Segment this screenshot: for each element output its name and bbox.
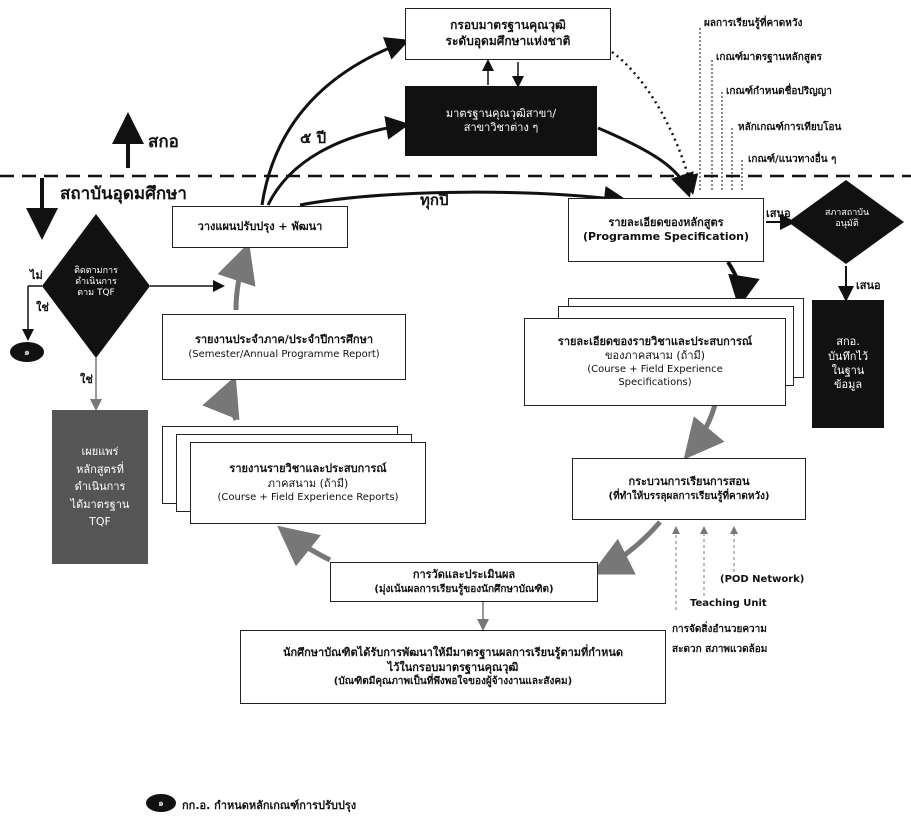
legend-badge: ๑ <box>146 794 176 812</box>
nqf-box: กรอบมาตรฐานคุณวุฒิ ระดับอุดมศึกษาแห่งชาต… <box>405 8 611 60</box>
yes-label-2: ใช่ <box>80 373 93 386</box>
course-report-box: รายงานรายวิชาและประสบการณ์ภาคสนาม (ถ้ามี… <box>190 442 426 524</box>
subject-standard-line-2: สาขาวิชาต่าง ๆ <box>463 121 539 134</box>
criteria-item: หลักเกณฑ์การเทียบโอน <box>738 122 842 133</box>
programme-spec-line-1: รายละเอียดของหลักสูตร <box>608 215 724 229</box>
zone-lower-label: สถาบันอุดมศึกษา <box>60 184 187 204</box>
tqf-check-diamond <box>42 214 150 358</box>
annual-report-line-2: (Semester/Annual Programme Report) <box>188 348 380 360</box>
teaching-unit-label: Teaching Unit <box>690 598 767 609</box>
nqf-line-2: ระดับอุดมศึกษาแห่งชาติ <box>445 34 571 48</box>
annual-report-box: รายงานประจำภาค/ประจำปีการศึกษา (Semester… <box>162 314 406 380</box>
programme-spec-box: รายละเอียดของหลักสูตร (Programme Specifi… <box>568 198 764 262</box>
no-label: ไม่ <box>30 269 43 282</box>
legend-text: กก.อ. กำหนดหลักเกณฑ์การปรับปรุง <box>182 799 357 812</box>
council-label: สภาสถาบันอนุมัติ <box>824 208 870 229</box>
registry-box: สกอ.บันทึกไว้ ในฐานข้อมูล <box>812 300 884 428</box>
nqf-line-1: กรอบมาตรฐานคุณวุฒิ <box>450 18 566 33</box>
pod-network-label: (POD Network) <box>720 574 805 585</box>
every-year-label: ทุกปี <box>420 191 449 209</box>
yes-label: ใช่ <box>36 301 49 314</box>
criteria-item: เกณฑ์กำหนดชื่อปริญญา <box>726 86 832 97</box>
facilities-label-1: การจัดสิ่งอำนวยความ <box>672 624 767 635</box>
graduates-box: นักศึกษาบัณฑิตได้รับการพัฒนาให้มีมาตรฐาน… <box>240 630 666 704</box>
subject-standard-box: มาตรฐานคุณวุฒิสาขา/ สาขาวิชาต่าง ๆ <box>405 86 597 156</box>
subject-standard-line-1: มาตรฐานคุณวุฒิสาขา/ <box>445 106 557 120</box>
propose-label-2: เสนอ <box>856 279 881 292</box>
criteria-item: ผลการเรียนรู้ที่คาดหวัง <box>704 18 803 29</box>
council-diamond <box>788 180 904 264</box>
zone-upper-label: สกอ <box>148 132 179 152</box>
facilities-label-2: สะดวก สภาพแวดล้อม <box>672 644 768 655</box>
annual-report-line-1: รายงานประจำภาค/ประจำปีการศึกษา <box>194 333 374 347</box>
criteria-item: เกณฑ์มาตรฐานหลักสูตร <box>716 52 822 63</box>
programme-spec-line-2: (Programme Specification) <box>582 230 750 243</box>
five-year-label: ๕ ปี <box>300 129 327 147</box>
plan-label: วางแผนปรับปรุง + พัฒนา <box>197 219 323 233</box>
teaching-process-box: กระบวนการเรียนการสอน(ที่ทำให้บรรลุผลการเ… <box>572 458 806 520</box>
plan-improve-box: วางแผนปรับปรุง + พัฒนา <box>172 206 348 248</box>
badge-oval: ๑ <box>10 342 44 362</box>
propose-label: เสนอ <box>766 207 791 220</box>
assessment-box: การวัดและประเมินผล(มุ่งเน้นผลการเรียนรู้… <box>330 562 598 602</box>
course-spec-box: รายละเอียดของรายวิชาและประสบการณ์ของภาคส… <box>524 318 786 406</box>
criteria-item: เกณฑ์/แนวทางอื่น ๆ <box>748 154 837 165</box>
tqf-check-label: ติดตามการดำเนินการตาม TQF <box>74 266 118 298</box>
